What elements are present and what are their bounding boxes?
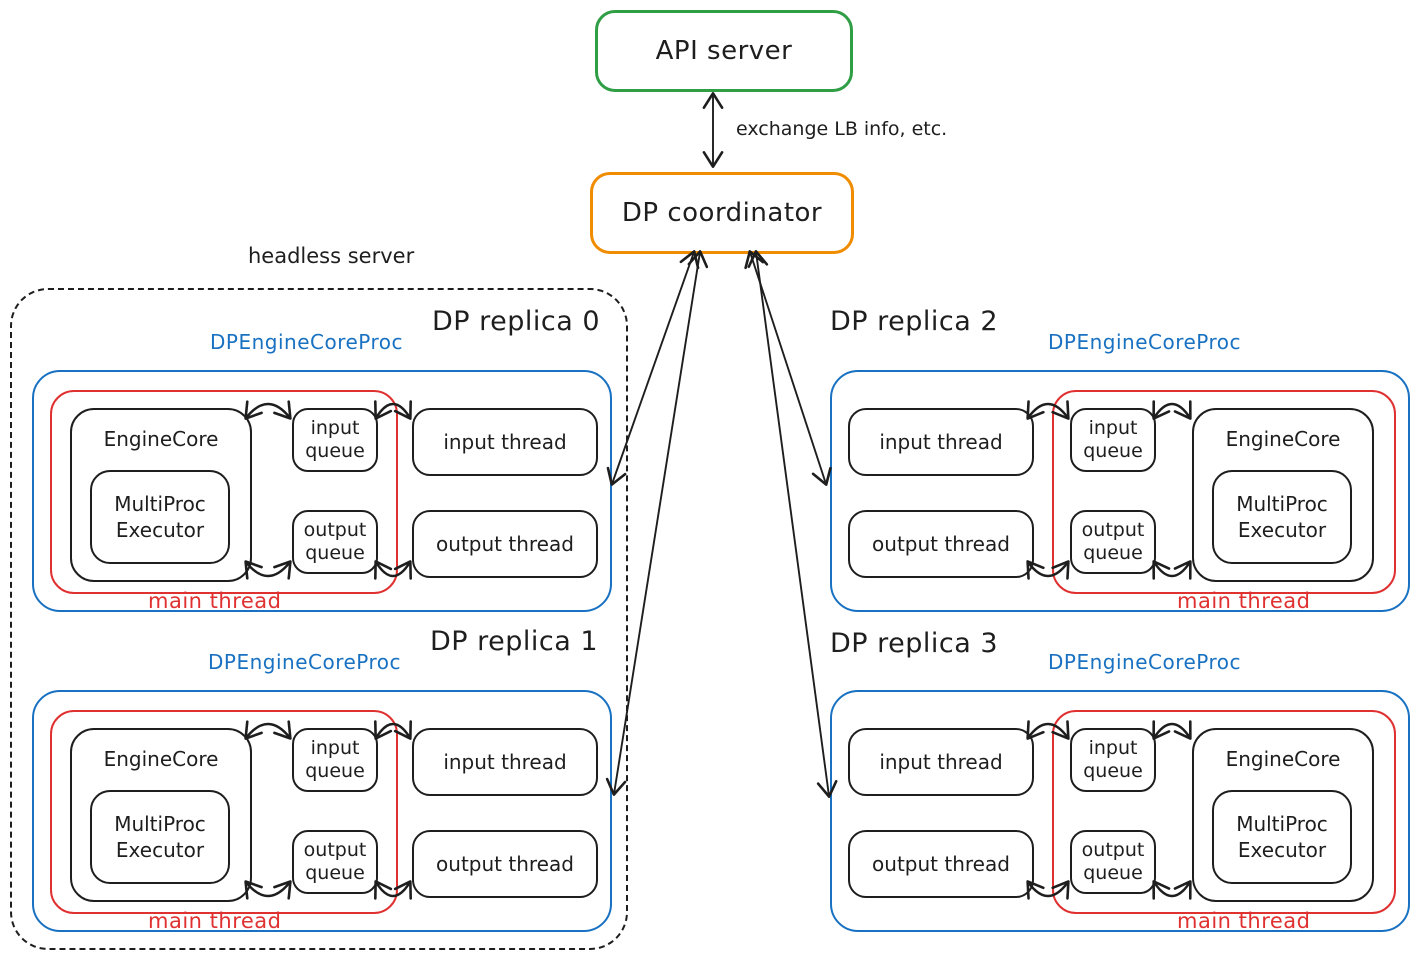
replica-0-proc-box: EngineCore MultiProc Executor input queu… — [32, 370, 612, 613]
output-thread-box: output thread — [412, 510, 598, 578]
output-thread-box: output thread — [412, 830, 598, 898]
replica-0-main-thread-box — [50, 390, 398, 594]
replica-3-title: DP replica 3 — [830, 628, 999, 659]
replica-3-engine-core-box: EngineCore MultiProc Executor — [1192, 728, 1374, 902]
output-thread-box: output thread — [848, 830, 1034, 898]
input-thread-box: input thread — [848, 408, 1034, 476]
output-thread-box: output thread — [848, 510, 1034, 578]
engine-core-label: EngineCore — [103, 747, 219, 771]
replica-1-main-thread-box — [50, 710, 398, 914]
dp-coordinator-box: DP coordinator — [590, 172, 854, 254]
multiproc-executor-box: MultiProc Executor — [1212, 790, 1352, 884]
api-server-box: API server — [595, 10, 853, 92]
dp-coordinator-label: DP coordinator — [621, 198, 823, 228]
multiproc-executor-box: MultiProc Executor — [1212, 470, 1352, 564]
replica-1-engine-core-box: EngineCore MultiProc Executor — [70, 728, 252, 902]
engine-core-label: EngineCore — [1225, 747, 1341, 771]
input-thread-box: input thread — [848, 728, 1034, 796]
output-queue-box: output queue — [1070, 510, 1156, 574]
replica-3-proc-box: EngineCore MultiProc Executor input queu… — [830, 690, 1410, 933]
input-queue-box: input queue — [1070, 408, 1156, 472]
output-queue-box: output queue — [1070, 830, 1156, 894]
replica-0-title: DP replica 0 — [432, 306, 601, 337]
replica-1-proc-box: EngineCore MultiProc Executor input queu… — [32, 690, 612, 933]
input-queue-box: input queue — [1070, 728, 1156, 792]
replica-1-proc-label: DPEngineCoreProc — [208, 650, 402, 674]
main-thread-label: main thread — [148, 589, 282, 613]
replica-2-engine-core-box: EngineCore MultiProc Executor — [1192, 408, 1374, 582]
replica-2-proc-box: EngineCore MultiProc Executor input queu… — [830, 370, 1410, 613]
input-thread-box: input thread — [412, 408, 598, 476]
arrow-coordinator-replica-2 — [744, 250, 832, 486]
input-queue-box: input queue — [292, 408, 378, 472]
input-queue-box: input queue — [292, 728, 378, 792]
main-thread-label: main thread — [1177, 589, 1311, 613]
replica-0-engine-core-box: EngineCore MultiProc Executor — [70, 408, 252, 582]
replica-2-title: DP replica 2 — [830, 306, 999, 337]
api-server-label: API server — [655, 36, 793, 66]
replica-2-main-thread-box — [1052, 390, 1396, 594]
output-queue-box: output queue — [292, 510, 378, 574]
engine-core-label: EngineCore — [103, 427, 219, 451]
output-queue-box: output queue — [292, 830, 378, 894]
multiproc-executor-box: MultiProc Executor — [90, 470, 230, 564]
exchange-lb-info-label: exchange LB info, etc. — [736, 118, 948, 140]
replica-3-main-thread-box — [1052, 710, 1396, 914]
replica-1-title: DP replica 1 — [430, 626, 599, 657]
input-thread-box: input thread — [412, 728, 598, 796]
main-thread-label: main thread — [148, 909, 282, 933]
arrow-coordinator-replica-3 — [747, 250, 838, 798]
headless-server-label: headless server — [248, 244, 415, 268]
main-thread-label: main thread — [1177, 909, 1311, 933]
replica-3-proc-label: DPEngineCoreProc — [1048, 650, 1242, 674]
engine-core-label: EngineCore — [1225, 427, 1341, 451]
multiproc-executor-box: MultiProc Executor — [90, 790, 230, 884]
replica-0-proc-label: DPEngineCoreProc — [210, 330, 404, 354]
replica-2-proc-label: DPEngineCoreProc — [1048, 330, 1242, 354]
